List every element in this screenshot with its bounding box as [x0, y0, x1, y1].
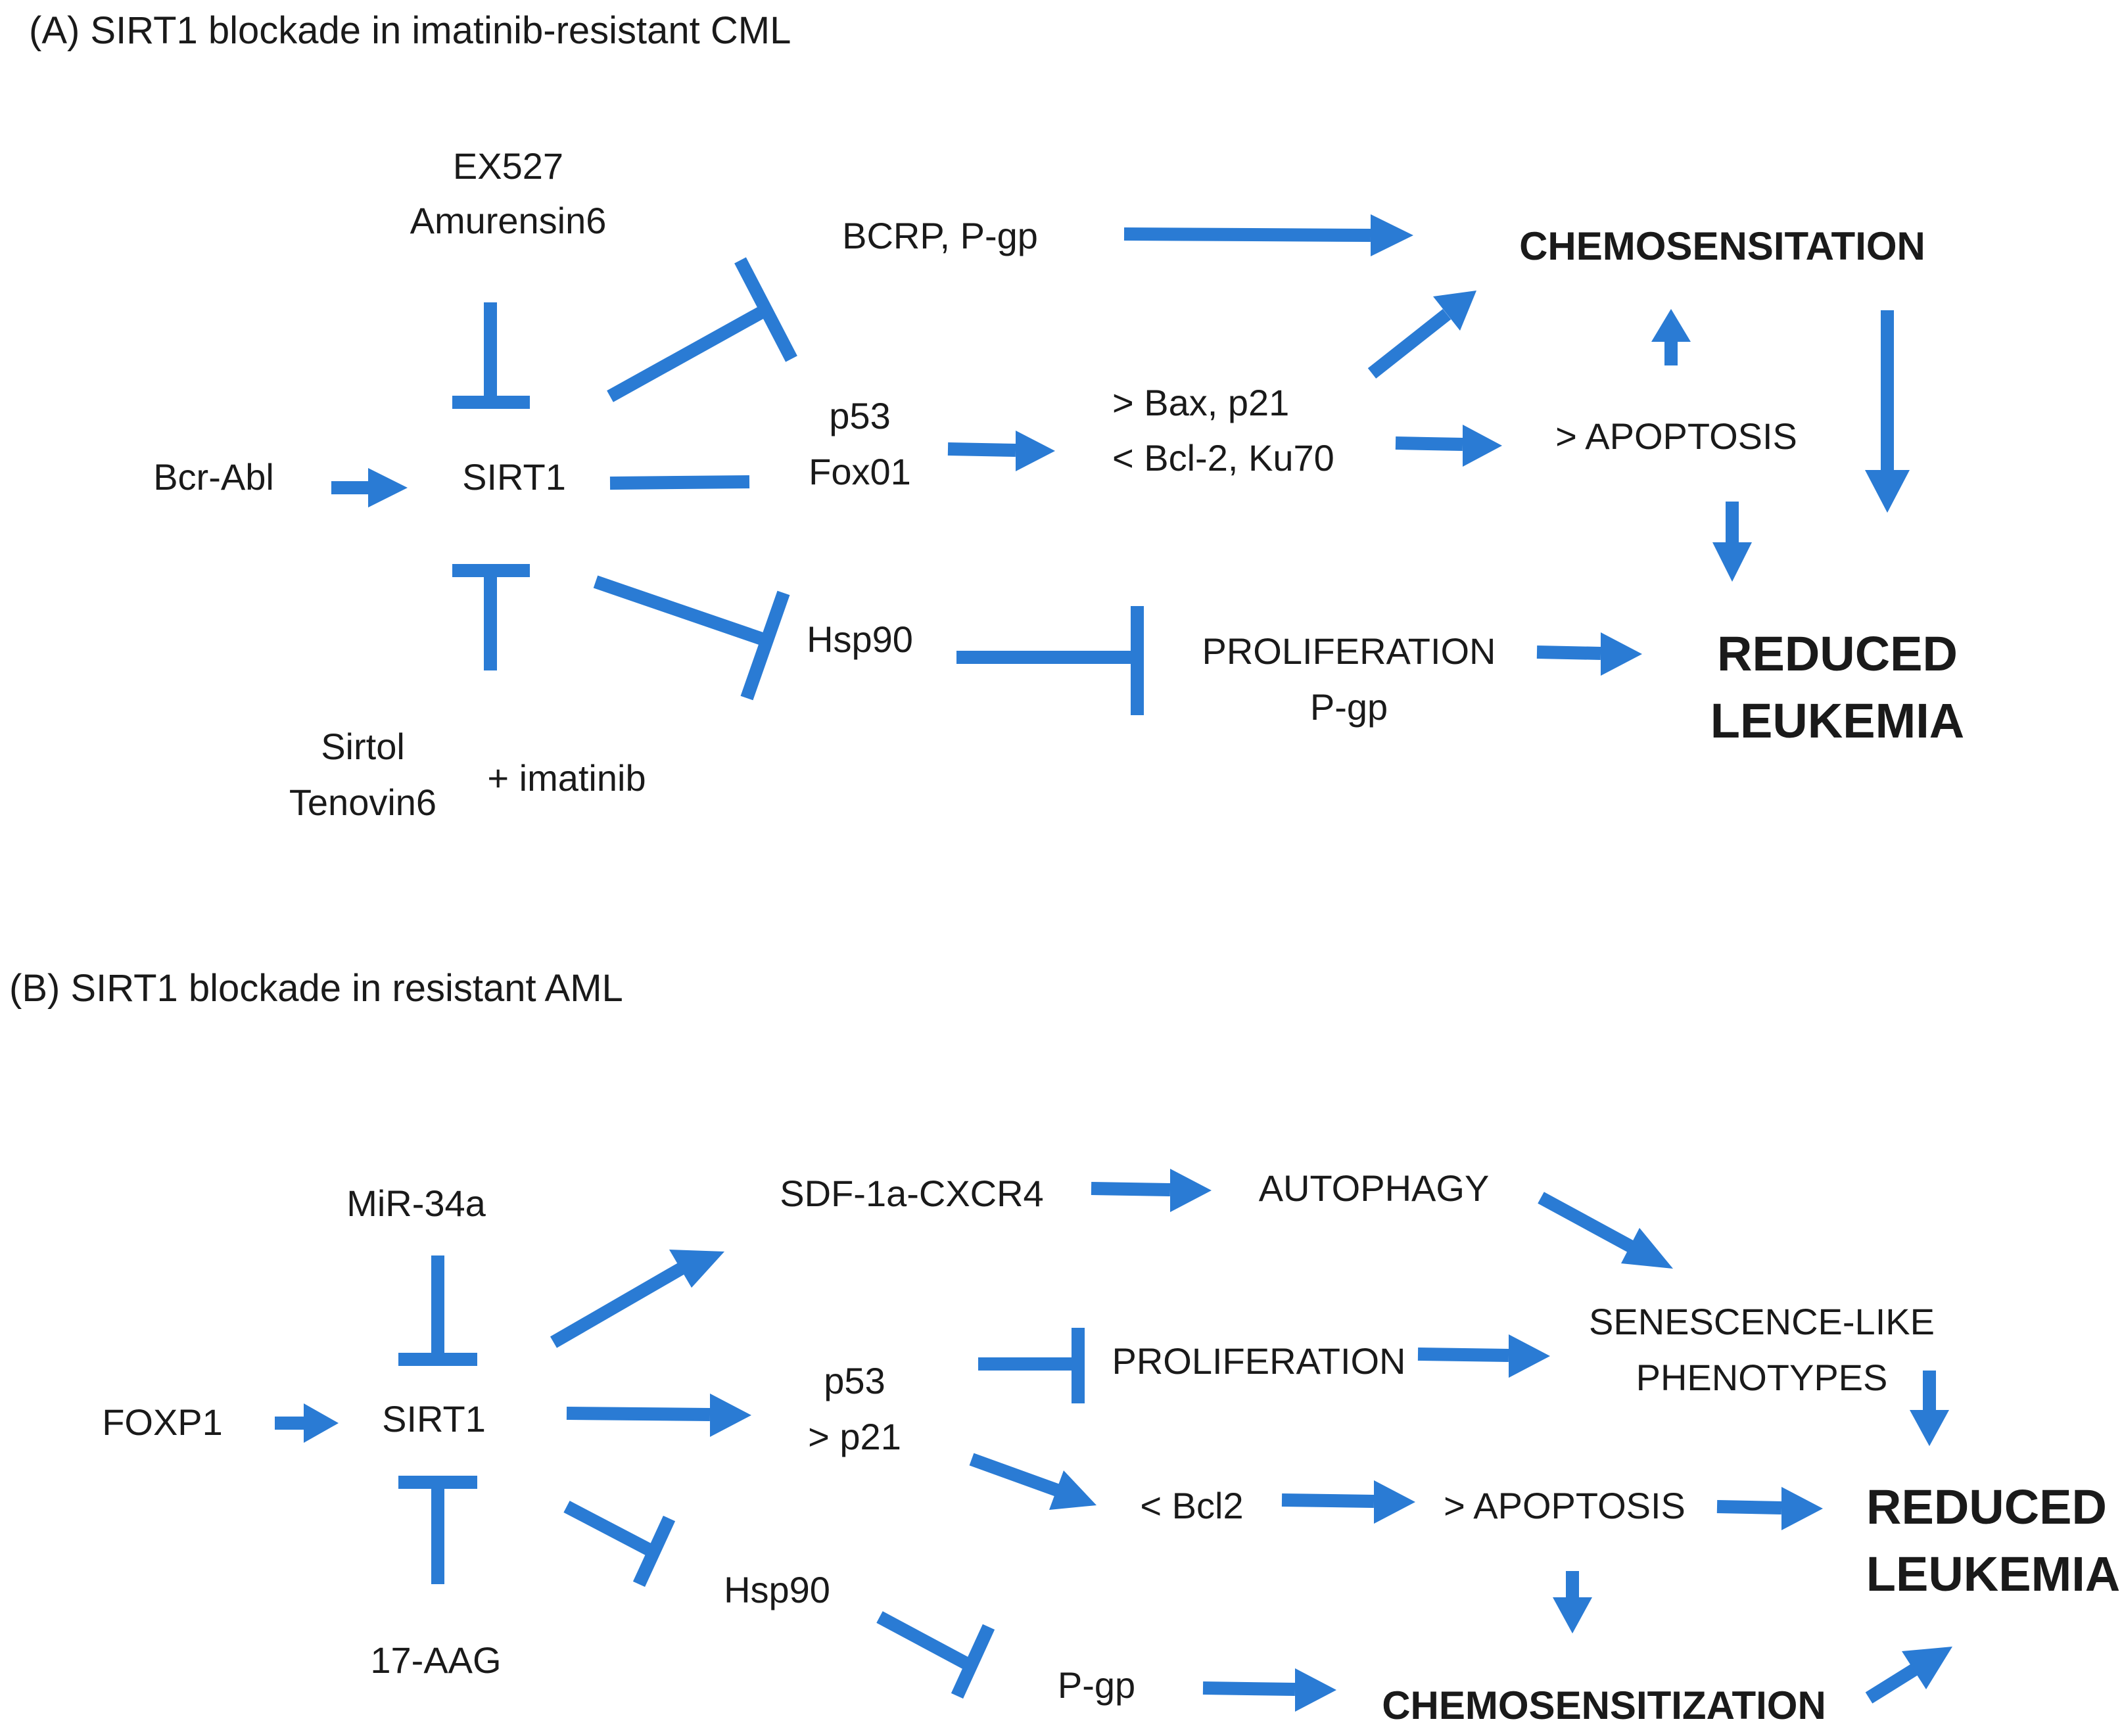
- inhibitor-sirtol-sirt1: [452, 564, 530, 670]
- node-17-aag: 17-AAG: [370, 1639, 501, 1681]
- node-hsp90: Hsp90: [807, 619, 913, 660]
- panel-b-title: (B) SIRT1 blockade in resistant AML: [9, 967, 623, 1010]
- panel-b: (B) SIRT1 blockade in resistant AML MiR-…: [9, 967, 2120, 1727]
- node-sirt1-b: SIRT1: [382, 1398, 486, 1440]
- panel-a-title: (A) SIRT1 blockade in imatinib-resistant…: [29, 9, 791, 52]
- arrow-bcrp-chemosensitation: [1123, 214, 1413, 256]
- node-mir34a: MiR-34a: [346, 1183, 486, 1224]
- node-sdf-cxcr4: SDF-1a-CXCR4: [780, 1173, 1043, 1214]
- node-bcrp-pgp: BCRP, P-gp: [842, 215, 1038, 256]
- node-autophagy: AUTOPHAGY: [1259, 1167, 1490, 1209]
- arrow-apoptosis-reduced: [1712, 502, 1752, 582]
- arrow-sirt1-p53: [566, 1394, 751, 1437]
- arrow-apoptosis-chemosensitization: [1553, 1571, 1592, 1633]
- node-ex527: EX527: [453, 145, 563, 187]
- arrow-proliferation-reduced: [1536, 632, 1642, 676]
- node-pgp-b: P-gp: [1058, 1664, 1135, 1706]
- inhibitor-hsp90-pgp: [876, 1611, 995, 1699]
- node-leukemia: LEUKEMIA: [1710, 693, 1964, 748]
- node-fox01: Fox01: [809, 451, 911, 492]
- arrow-p53-bcl2: [969, 1453, 1096, 1510]
- node-p21-b: > p21: [808, 1416, 901, 1457]
- node-sirtol: Sirtol: [321, 726, 405, 767]
- node-leukemia-b: LEUKEMIA: [1866, 1547, 2120, 1601]
- node-chemosensitation: CHEMOSENSITATION: [1519, 224, 1925, 268]
- node-phenotypes: PHENOTYPES: [1636, 1357, 1888, 1398]
- arrow-pgp-chemosensitization: [1202, 1668, 1336, 1712]
- node-hsp90-b: Hsp90: [724, 1569, 830, 1610]
- inhibitor-hsp90-proliferation: [956, 606, 1144, 715]
- node-bcl2-b: < Bcl2: [1140, 1485, 1243, 1526]
- node-bax-p21: > Bax, p21: [1112, 382, 1289, 423]
- inhibitor-sirt1-hsp90: [593, 575, 790, 701]
- arrow-sdf-autophagy: [1091, 1169, 1212, 1212]
- inhibitor-mir34a-sirt1: [398, 1255, 477, 1366]
- node-pgp: P-gp: [1310, 686, 1388, 728]
- inhibitor-sirt1-hsp90: [563, 1501, 676, 1587]
- node-proliferation: PROLIFERATION: [1202, 630, 1496, 672]
- inhibitor-sirt1-p53: [609, 475, 750, 490]
- node-reduced-b: REDUCED: [1866, 1480, 2107, 1534]
- panel-a: (A) SIRT1 blockade in imatinib-resistant…: [29, 9, 1964, 823]
- node-p53-b: p53: [824, 1360, 885, 1401]
- arrow-bcl2-apoptosis: [1281, 1480, 1415, 1524]
- arrow-senescence-reduced: [1910, 1371, 1949, 1446]
- arrow-sirt1-sdf: [550, 1250, 724, 1348]
- arrow-p53-bax: [947, 431, 1055, 471]
- node-imatinib: + imatinib: [487, 757, 646, 799]
- inhibitor-p53-proliferation: [978, 1328, 1085, 1403]
- arrow-bcl2-apoptosis: [1395, 425, 1502, 467]
- node-foxp1: FOXP1: [102, 1401, 223, 1443]
- arrow-apoptosis-chemosensitation: [1651, 309, 1691, 365]
- arrow-proliferation-senescence: [1417, 1334, 1550, 1378]
- node-sirt1: SIRT1: [462, 456, 566, 498]
- node-proliferation-b: PROLIFERATION: [1112, 1340, 1405, 1382]
- node-reduced: REDUCED: [1717, 626, 1958, 681]
- node-senescence: SENESCENCE-LIKE: [1589, 1301, 1935, 1342]
- arrow-chemosensitization-reduced: [1865, 1647, 1952, 1704]
- node-apoptosis-b: > APOPTOSIS: [1444, 1485, 1686, 1526]
- node-p53: p53: [829, 395, 890, 436]
- inhibitor-ex527-sirt1: [452, 302, 530, 409]
- inhibitor-17aag-sirt1: [398, 1476, 477, 1584]
- arrow-foxp1-sirt1: [275, 1403, 339, 1443]
- node-bcr-abl: Bcr-Abl: [153, 456, 274, 498]
- arrow-bax-chemosensitation: [1367, 291, 1476, 379]
- node-tenovin6: Tenovin6: [289, 782, 436, 823]
- node-bcl2-ku70: < Bcl-2, Ku70: [1112, 437, 1334, 479]
- arrow-bcr-abl-sirt1: [331, 468, 408, 507]
- node-apoptosis: > APOPTOSIS: [1555, 415, 1797, 457]
- arrow-chemosensitation-reduced: [1865, 310, 1910, 513]
- arrow-apoptosis-reduced: [1716, 1487, 1823, 1530]
- inhibitor-sirt1-bcrp: [607, 257, 797, 402]
- node-chemosensitization: CHEMOSENSITIZATION: [1382, 1683, 1826, 1727]
- node-amurensin6: Amurensin6: [410, 200, 607, 241]
- arrow-autophagy-senescence: [1538, 1192, 1673, 1269]
